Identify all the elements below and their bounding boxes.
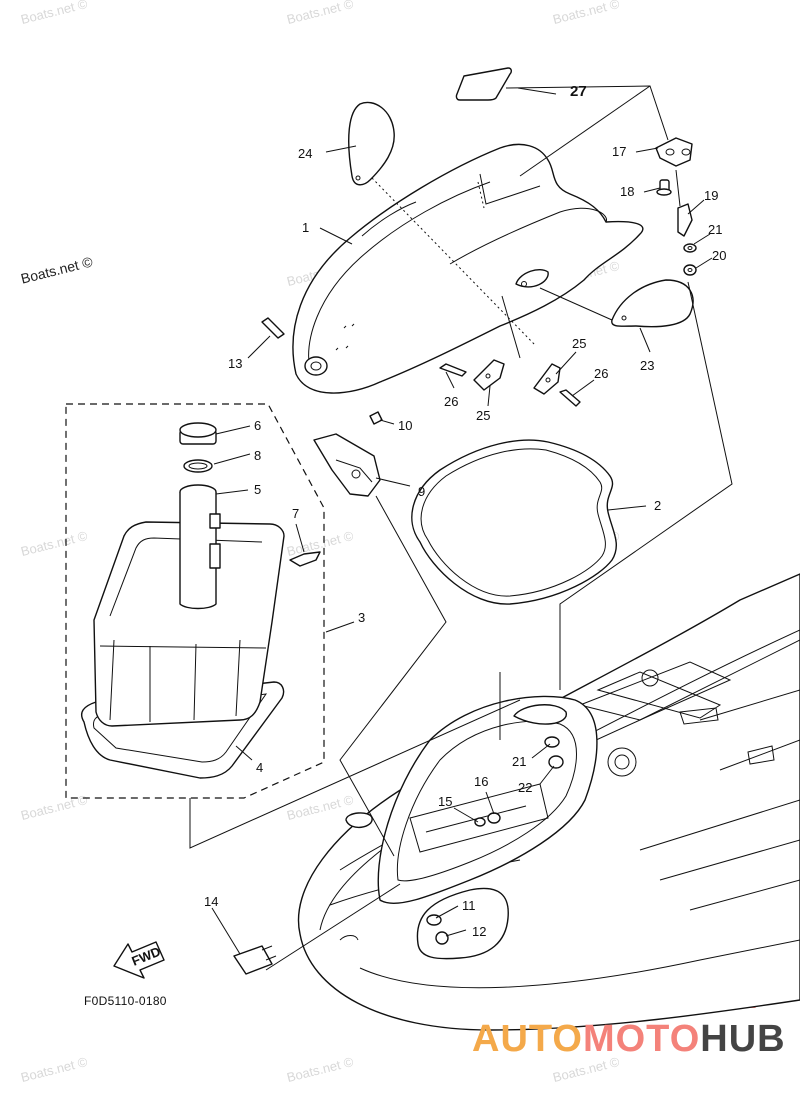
leader-lines [189, 85, 733, 971]
brand-part: MOTO [582, 1018, 701, 1060]
callout-label: 2 [654, 498, 661, 513]
callout-label: 14 [204, 894, 218, 909]
callout-labels: 1 2 3 4 5 6 7 8 9 10 11 12 13 14 15 16 1… [204, 83, 726, 939]
storage-bin-group [65, 403, 325, 799]
hinge-bracket [655, 137, 693, 167]
callout-label: 3 [358, 610, 365, 625]
callout-label: 13 [228, 356, 242, 371]
fwd-arrow-icon: FWD [113, 941, 165, 979]
callout-label: 19 [704, 188, 718, 203]
front-hatch-cover [292, 143, 644, 394]
brand-part: HUB [700, 1018, 786, 1060]
label-decal [455, 67, 512, 101]
callout-label: 22 [518, 780, 532, 795]
brand-part: AUTO [472, 1018, 583, 1060]
callout-label: 1 [302, 220, 309, 235]
callout-label: 20 [712, 248, 726, 263]
callout-label: 18 [620, 184, 634, 199]
callout-label: 12 [472, 924, 486, 939]
callout-label: 9 [418, 484, 425, 499]
callout-label: 24 [298, 146, 312, 161]
callout-label: 11 [462, 898, 476, 913]
small-hardware [656, 179, 697, 276]
callout-label: 26 [444, 394, 458, 409]
figure-code: F0D5110-0180 [84, 994, 167, 1008]
latch-assembly [313, 411, 383, 497]
brand-wordmark: AUTOMOTOHUB [472, 1018, 786, 1061]
callout-label: 25 [476, 408, 490, 423]
callout-label: 23 [640, 358, 654, 373]
callout-label: 17 [612, 144, 626, 159]
callout-label: 8 [254, 448, 261, 463]
plates-and-bolts [261, 317, 581, 407]
callout-label: 25 [572, 336, 586, 351]
callout-label: 6 [254, 418, 261, 433]
deck-small-parts [233, 736, 564, 975]
callout-label: 21 [512, 754, 526, 769]
left-cover-piece [348, 101, 395, 186]
callout-label: 7 [292, 506, 299, 521]
callout-label: 15 [438, 794, 452, 809]
callout-label: 26 [594, 366, 608, 381]
right-cover-piece [611, 279, 694, 328]
callout-label: 5 [254, 482, 261, 497]
callout-label: 21 [708, 222, 722, 237]
callout-label: 27 [570, 83, 587, 100]
callout-label: 4 [256, 760, 263, 775]
callout-label: 16 [474, 774, 488, 789]
rubber-seal [411, 439, 617, 605]
storage-opening [377, 695, 598, 904]
callout-label: 10 [398, 418, 412, 433]
